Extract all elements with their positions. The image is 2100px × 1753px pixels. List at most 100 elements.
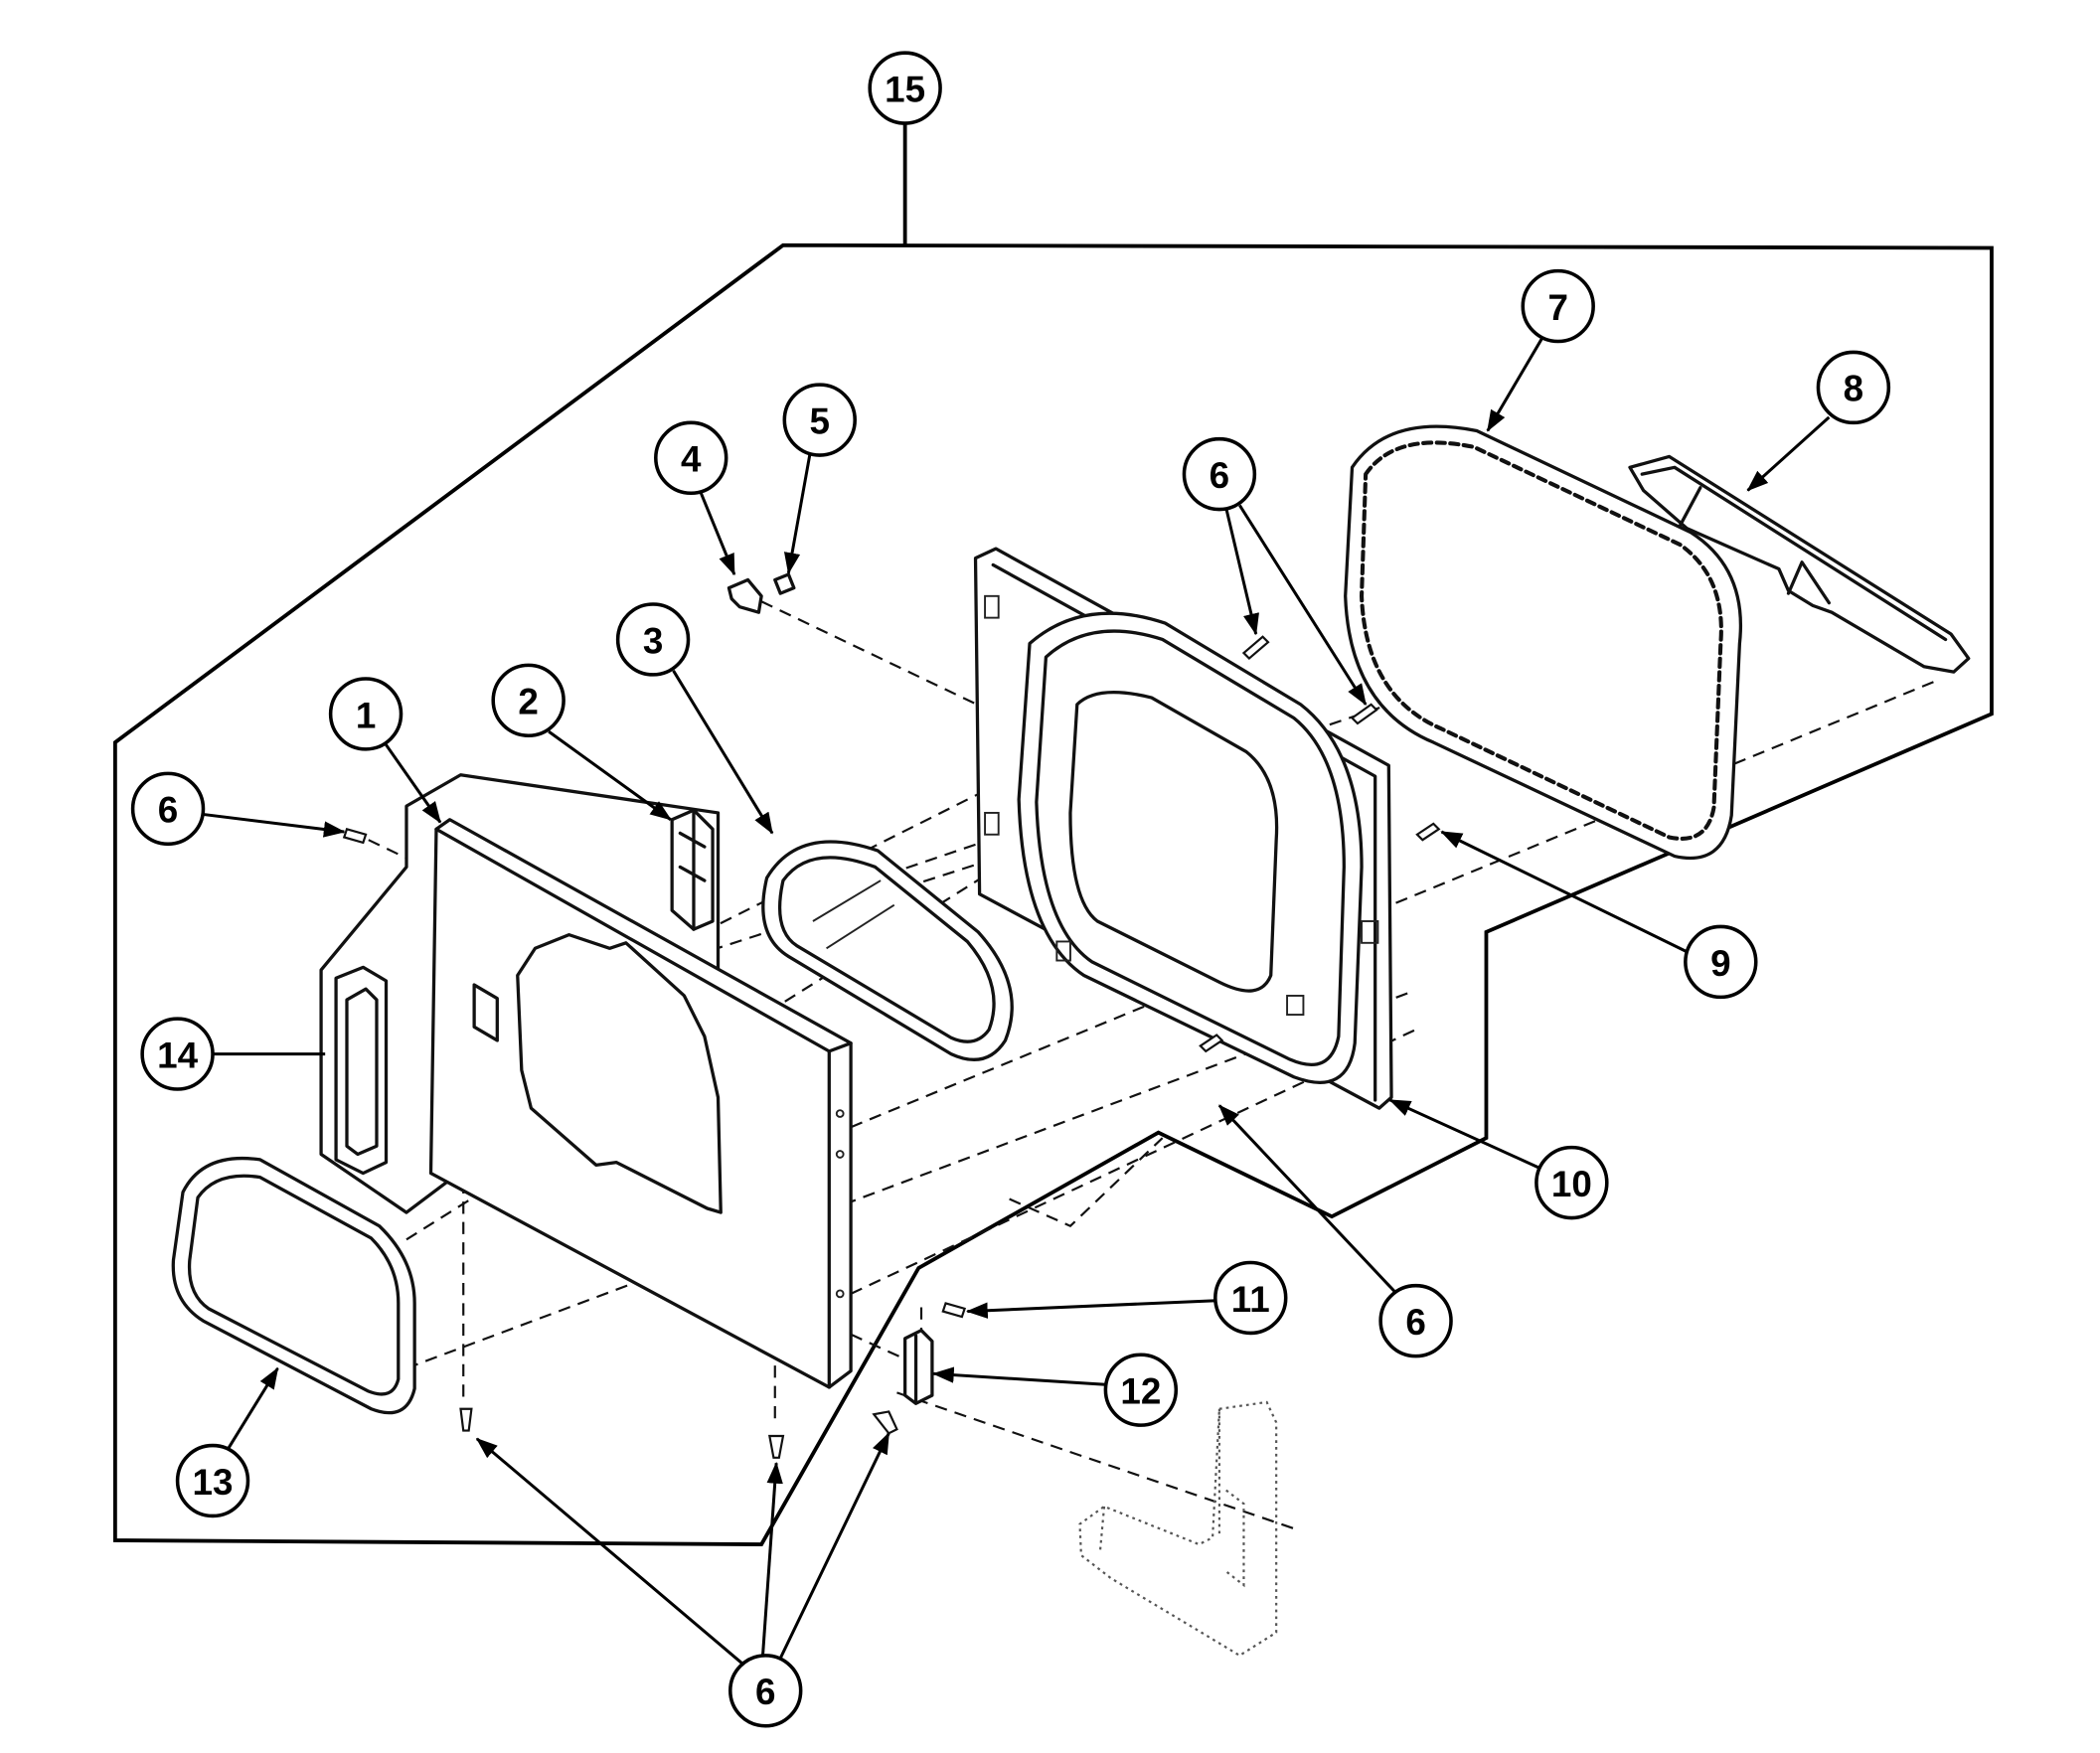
front-door-panel-edge bbox=[434, 827, 853, 1389]
callout-13: 13 bbox=[175, 1443, 250, 1518]
panel-tab bbox=[1055, 940, 1071, 962]
callout-number: 14 bbox=[157, 1035, 198, 1075]
callout-circle bbox=[1535, 1145, 1609, 1220]
callout-circle bbox=[1378, 1283, 1453, 1358]
callout-10: 10 bbox=[1535, 1145, 1609, 1220]
leader-dashed-line bbox=[850, 680, 1936, 1129]
callout-number: 9 bbox=[1710, 943, 1730, 984]
mounting-bracket-outline bbox=[1078, 1400, 1278, 1658]
door-hinge-body bbox=[903, 1329, 934, 1405]
inner-door-window bbox=[1068, 690, 1279, 993]
callout-5: 5 bbox=[782, 383, 857, 457]
callout-number: 10 bbox=[1551, 1164, 1592, 1204]
screw-icon bbox=[1415, 822, 1441, 842]
leader-dashed-line bbox=[850, 1333, 911, 1363]
mounting-bracket-reference bbox=[1078, 1400, 1278, 1658]
panel-hole bbox=[835, 1109, 845, 1118]
screw-icon bbox=[872, 1410, 898, 1435]
strike-clip-body bbox=[727, 577, 763, 614]
callout-circle bbox=[1182, 436, 1257, 512]
handle-recess bbox=[334, 965, 389, 1176]
inner-door-panel bbox=[973, 547, 1393, 1110]
panel-hole bbox=[835, 1150, 845, 1159]
callout-3: 3 bbox=[615, 602, 691, 677]
door-gasket-inner bbox=[1360, 440, 1723, 841]
spring-clip bbox=[773, 572, 796, 595]
callout-number: 6 bbox=[1405, 1302, 1425, 1343]
door-latch-detail bbox=[678, 808, 707, 931]
callout-number: 7 bbox=[1547, 287, 1567, 328]
screw-icon bbox=[459, 1407, 473, 1432]
outer-window-trim bbox=[171, 1156, 416, 1415]
window-frame-ring bbox=[761, 840, 1014, 1061]
callout-arrow bbox=[931, 1366, 1106, 1386]
callout-circle bbox=[868, 51, 942, 125]
callout-number: 13 bbox=[193, 1462, 234, 1503]
outer-window-trim-outer bbox=[171, 1156, 416, 1415]
callout-arrow bbox=[475, 1437, 744, 1666]
callout-arrow bbox=[672, 670, 774, 835]
leader-dashed-line bbox=[368, 839, 431, 872]
callout-1: 1 bbox=[328, 677, 404, 751]
panel-tab bbox=[984, 811, 1000, 836]
callout-arrow bbox=[1486, 338, 1543, 432]
callout-circle bbox=[1103, 1353, 1179, 1427]
callout-14: 14 bbox=[140, 1017, 215, 1091]
callout-arrow bbox=[1224, 507, 1259, 636]
callout-circle bbox=[782, 383, 857, 457]
outer-window-trim-inner bbox=[187, 1174, 401, 1396]
callout-circle bbox=[491, 663, 565, 738]
callout-6-lower-right: 6 bbox=[1378, 1283, 1453, 1358]
strike-clip bbox=[727, 577, 763, 614]
callout-4: 4 bbox=[654, 420, 728, 495]
callout-9: 9 bbox=[1684, 924, 1758, 1000]
panel-tab bbox=[984, 594, 1000, 619]
callout-15: 15 bbox=[868, 51, 942, 125]
callout-arrow bbox=[1746, 415, 1831, 492]
mounting-bracket-detail bbox=[1098, 1408, 1245, 1588]
front-door-panel-outline bbox=[428, 818, 853, 1389]
door-handle-bar bbox=[1628, 454, 1971, 674]
callout-12: 12 bbox=[1103, 1353, 1179, 1427]
callout-6-bottom: 6 bbox=[728, 1654, 803, 1728]
callout-circle bbox=[328, 677, 404, 751]
callout-arrow bbox=[226, 1366, 279, 1451]
callout-number: 2 bbox=[518, 682, 538, 722]
callout-8: 8 bbox=[1816, 350, 1891, 425]
callout-number: 3 bbox=[643, 620, 663, 661]
callout-arrow bbox=[761, 1461, 783, 1656]
inner-door-tabs bbox=[984, 594, 1379, 1017]
callout-number: 4 bbox=[681, 439, 702, 480]
callout-number: 6 bbox=[1210, 455, 1229, 496]
callout-circle bbox=[654, 420, 728, 495]
callout-circle bbox=[615, 602, 691, 677]
leader-dashed-line bbox=[896, 1391, 1302, 1532]
callout-arrow bbox=[382, 739, 442, 824]
callouts: 15 7 8 5 4 6 3 bbox=[130, 51, 1891, 1728]
door-gasket-outer bbox=[1344, 424, 1742, 861]
inner-door-bowl-rim bbox=[1035, 629, 1346, 1066]
callout-circle bbox=[1521, 268, 1595, 344]
callout-6-upper-right: 6 bbox=[1182, 436, 1257, 512]
callout-arrow bbox=[1238, 504, 1368, 707]
callout-number: 6 bbox=[158, 790, 178, 831]
window-frame-ring-outer bbox=[761, 840, 1014, 1061]
front-door-panel bbox=[428, 818, 853, 1389]
callout-arrow bbox=[965, 1299, 1217, 1319]
door-latch bbox=[670, 808, 715, 931]
callout-7: 7 bbox=[1521, 268, 1595, 344]
callout-circle bbox=[130, 771, 206, 847]
assembly-outline-frame bbox=[112, 123, 1994, 1546]
callout-circle bbox=[728, 1654, 803, 1728]
callout-2: 2 bbox=[491, 663, 565, 738]
door-hinge bbox=[903, 1329, 934, 1405]
handle-recess-outer bbox=[334, 965, 389, 1176]
callout-number: 5 bbox=[810, 400, 830, 441]
callout-number: 6 bbox=[755, 1672, 775, 1712]
callout-arrow bbox=[1388, 1098, 1540, 1170]
screw-icon bbox=[941, 1302, 967, 1319]
panel-tab bbox=[1361, 920, 1379, 944]
callout-number: 8 bbox=[1844, 369, 1863, 409]
handle-recess-inner bbox=[345, 987, 379, 1157]
callout-number: 11 bbox=[1231, 1279, 1270, 1320]
